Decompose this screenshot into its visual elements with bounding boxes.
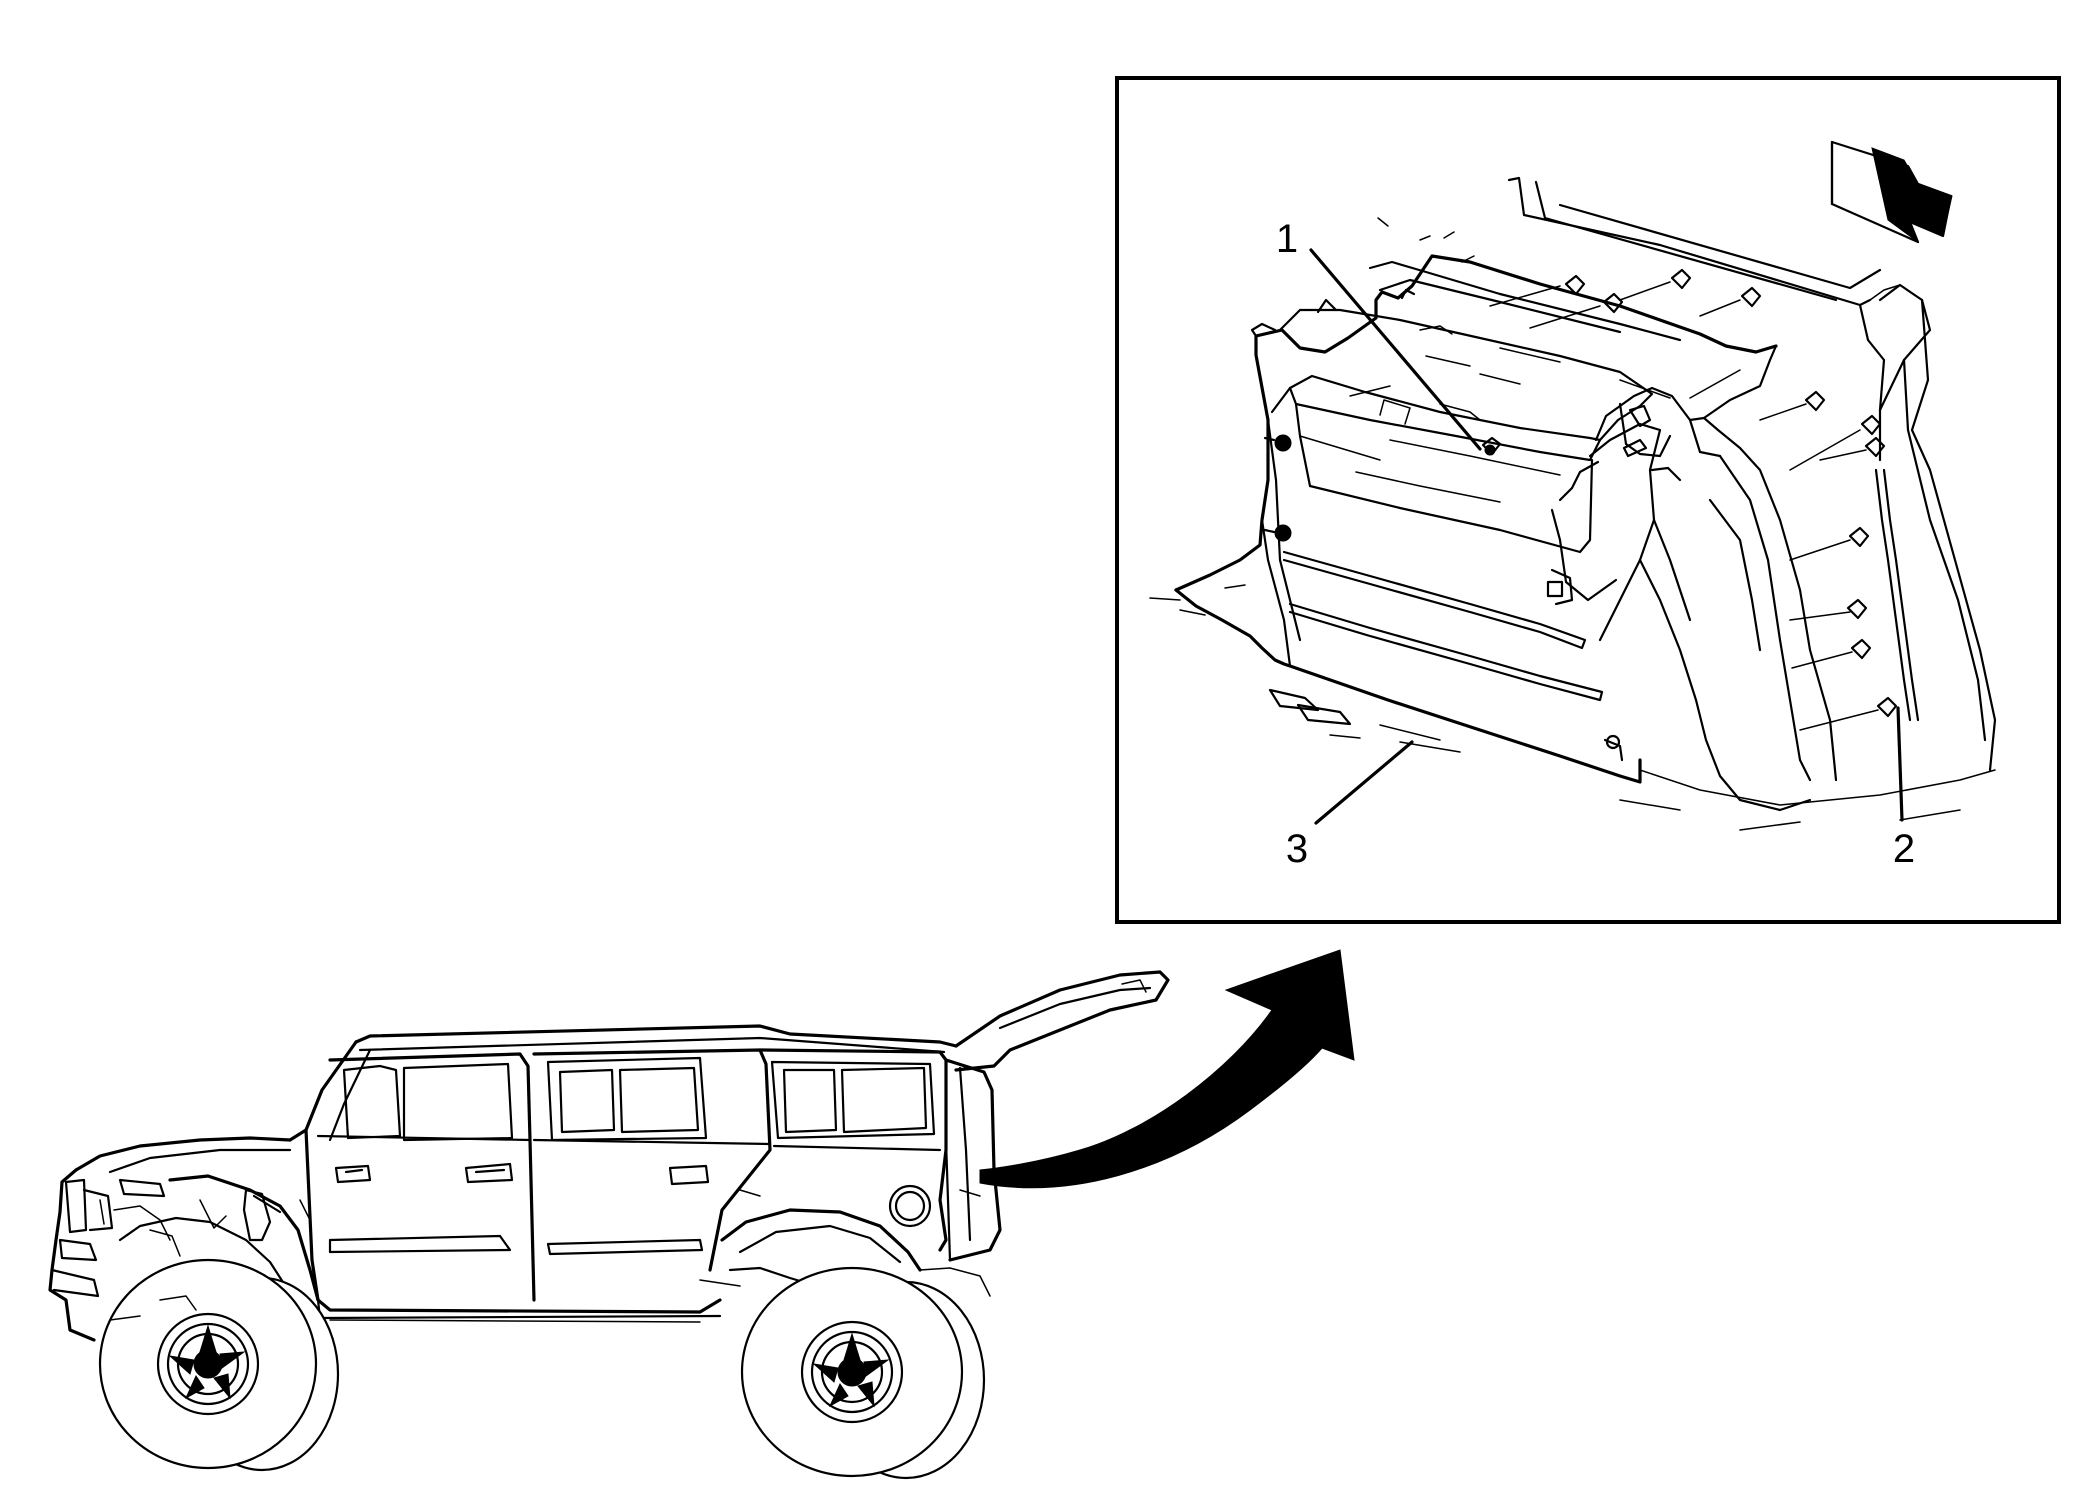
leader-lines xyxy=(1309,248,1904,825)
callout-1: 1 xyxy=(1276,217,1298,261)
detail-inset: 1 2 3 xyxy=(1115,76,2061,924)
vehicle-illustration xyxy=(48,970,1170,1480)
view-direction-arrow-icon xyxy=(1830,140,1953,244)
front-wheel xyxy=(98,1258,340,1472)
callout-2: 2 xyxy=(1893,827,1915,871)
fasteners xyxy=(1481,268,1920,731)
rear-wheel xyxy=(740,1266,986,1480)
upper-trim-panel xyxy=(1349,260,1682,421)
body-structure xyxy=(1149,176,1997,831)
quarter-trim-panel xyxy=(1174,254,1778,784)
detail-pointer-arrow-icon xyxy=(979,949,1355,1189)
pillar-trim xyxy=(1546,344,1838,812)
callout-3: 3 xyxy=(1286,827,1308,871)
